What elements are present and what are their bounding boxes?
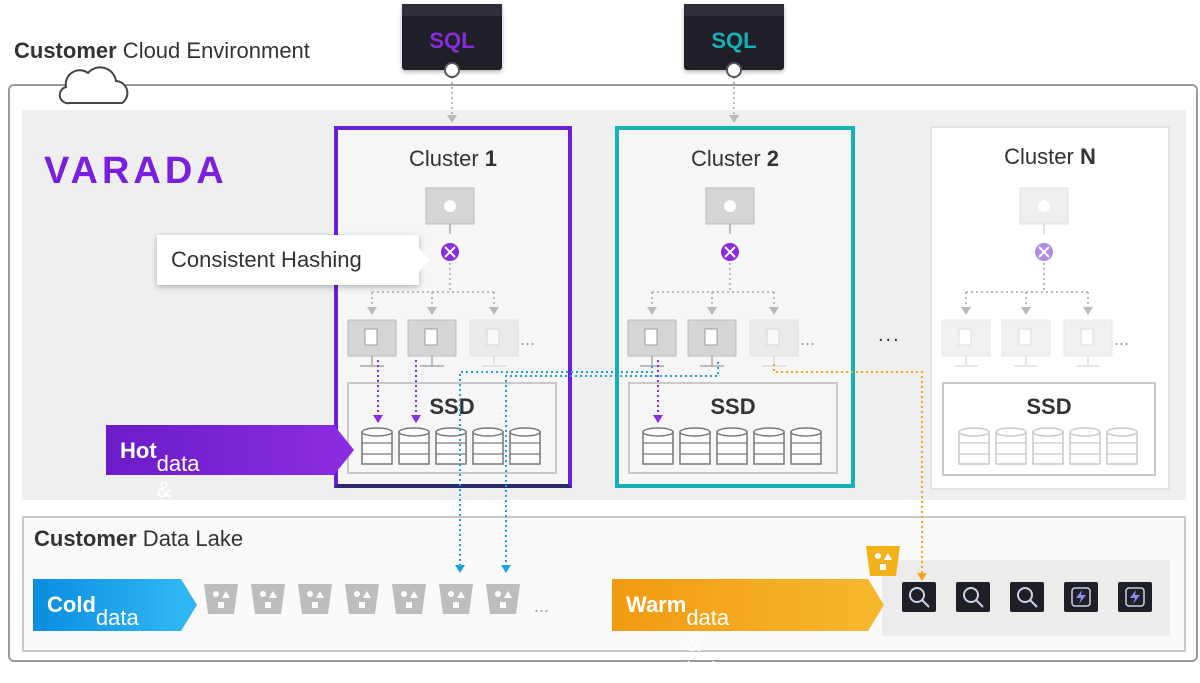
worker-link-n-2: [1083, 292, 1093, 315]
ssd-disk-icon-1-4: [509, 427, 541, 465]
ssd-disk-icon-2-2: [716, 427, 748, 465]
varada-logo: VARADA: [44, 150, 228, 192]
ssd-disk-icon-n-2: [1032, 427, 1064, 465]
worker-icon-n-0: [941, 319, 991, 367]
warm-index-arrow: [773, 364, 927, 581]
ssd-box-1: SSD: [347, 382, 557, 474]
sql-client-window-2: SQL: [684, 4, 784, 70]
bucket-ellipsis: ...: [534, 596, 549, 616]
cold-fetch-arrow-1: [455, 366, 653, 573]
hot-write-arrow-1: [373, 360, 383, 423]
index-search-icon-2: [1010, 582, 1044, 612]
ssd-disk-icon-1-1: [398, 427, 430, 465]
cold-bucket-icon-2: [298, 584, 332, 614]
hot-write-arrow-3: [653, 360, 663, 423]
hot-write-arrow-2: [411, 360, 421, 423]
ssd-disk-icon-1-0: [361, 427, 393, 465]
ssd-disk-icon-n-1: [995, 427, 1027, 465]
worker-icon-2-2: [749, 319, 799, 367]
cluster-2-title: Cluster 2: [690, 146, 780, 171]
index-search-icon-1: [956, 582, 990, 612]
cloud-environment-frame: [8, 84, 1198, 662]
hash-node-icon-n: [1035, 243, 1053, 261]
worker-icon-n-1: [1001, 319, 1051, 367]
ssd-disk-icon-n-4: [1106, 427, 1138, 465]
ssd-disk-icon-n-3: [1069, 427, 1101, 465]
hot-badge-pointer: [334, 425, 354, 475]
ssd-disk-icon-n-0: [958, 427, 990, 465]
diagram-graphics: ............: [181, 62, 1152, 631]
ssd-disk-icon-1-2: [435, 427, 467, 465]
cold-bucket-icon-6: [486, 584, 520, 614]
environment-title: Customer Cloud Environment: [14, 38, 310, 63]
sql-label-2: SQL: [711, 28, 757, 53]
worker-ellipsis-n: ...: [1114, 329, 1129, 349]
worker-icon-1-1: [407, 319, 457, 367]
cold-fetch-arrow-2: [501, 362, 719, 573]
cluster-n-title: Cluster N: [1004, 144, 1096, 169]
coordinator-gear-icon-n: [1019, 187, 1069, 234]
lightning-cache-icon-1: [1118, 582, 1152, 612]
cold-badge-pointer: [181, 579, 197, 631]
hash-node-icon-1: [441, 243, 459, 261]
ssd-disk-icon-2-3: [753, 427, 785, 465]
cloud-icon: [58, 66, 129, 105]
warm-badge-pointer: [868, 579, 884, 631]
cold-data-badge: Cold data: [33, 579, 181, 631]
cold-bucket-icon-0: [204, 584, 238, 614]
ssd-disk-icon-2-0: [642, 427, 674, 465]
ssd-box-n: SSD: [942, 382, 1156, 476]
worker-icon-1-2: [469, 319, 519, 367]
worker-ellipsis-2: ...: [800, 329, 815, 349]
ssd-box-2: SSD: [628, 382, 838, 474]
sql-1-connector: [447, 72, 457, 123]
worker-link-1-2: [489, 292, 499, 315]
sql-2-port: [726, 62, 742, 78]
worker-link-2-1: [707, 292, 717, 315]
worker-link-1-0: [367, 292, 377, 315]
hashing-callout-pointer: [419, 248, 430, 272]
cold-bucket-icon-3: [345, 584, 379, 614]
more-clusters-ellipsis: ...: [878, 324, 901, 346]
warm-bucket-icon: [866, 546, 900, 576]
hash-node-icon-2: [721, 243, 739, 261]
sql-label-1: SQL: [429, 28, 475, 53]
cold-bucket-icon-4: [392, 584, 426, 614]
worker-icon-1-0: [347, 319, 397, 367]
worker-link-1-1: [427, 292, 437, 315]
worker-link-n-1: [1021, 292, 1031, 315]
cold-bucket-icon-5: [439, 584, 473, 614]
warm-data-badge: Warm data & index: [612, 579, 868, 682]
hot-data-badge: Hot data & index: [106, 425, 334, 528]
worker-link-2-2: [769, 292, 779, 315]
sql-client-window-1: SQL: [402, 4, 502, 70]
data-lake-title: Customer Data Lake: [34, 526, 244, 551]
coordinator-gear-icon-2: [705, 187, 755, 234]
worker-ellipsis-1: ...: [520, 329, 535, 349]
cluster-1-title: Cluster 1: [408, 146, 498, 171]
sql-1-port: [444, 62, 460, 78]
ssd-disk-icon-1-3: [472, 427, 504, 465]
cold-bucket-icon-1: [251, 584, 285, 614]
coordinator-gear-icon-1: [425, 187, 475, 234]
worker-icon-2-0: [627, 319, 677, 367]
sql-2-connector: [729, 72, 739, 123]
consistent-hashing-callout: Consistent Hashing: [157, 235, 419, 285]
ssd-disk-icon-2-4: [790, 427, 822, 465]
worker-icon-n-2: [1063, 319, 1113, 367]
index-search-icon-0: [902, 582, 936, 612]
ssd-disk-icon-2-1: [679, 427, 711, 465]
worker-link-n-0: [961, 292, 971, 315]
worker-icon-2-1: [687, 319, 737, 367]
lightning-cache-icon-0: [1064, 582, 1098, 612]
worker-link-2-0: [647, 292, 657, 315]
